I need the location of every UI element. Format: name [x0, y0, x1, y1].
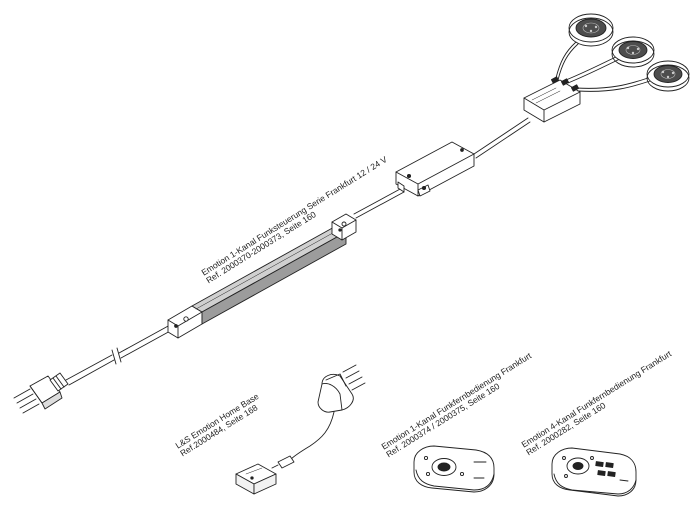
remote-4ch-icon: [551, 447, 637, 497]
receiver-to-distributor-cable: [473, 117, 531, 159]
spotlight-icon: [646, 60, 690, 92]
receiver-icon: [395, 141, 475, 197]
home-base-icon: [235, 463, 277, 495]
spot-cables: [555, 41, 651, 92]
driver-to-receiver-cable: [353, 187, 405, 219]
plug-icon: [13, 372, 69, 414]
spotlight-icon: [611, 36, 655, 68]
adapter-cable: [271, 411, 335, 469]
distributor-icon: [523, 76, 581, 123]
mains-cable: [65, 324, 173, 386]
remote-1ch-icon: [413, 445, 495, 493]
spotlight-icon: [568, 13, 614, 47]
driver-icon: [167, 213, 357, 339]
adapter-icon: [317, 364, 366, 413]
